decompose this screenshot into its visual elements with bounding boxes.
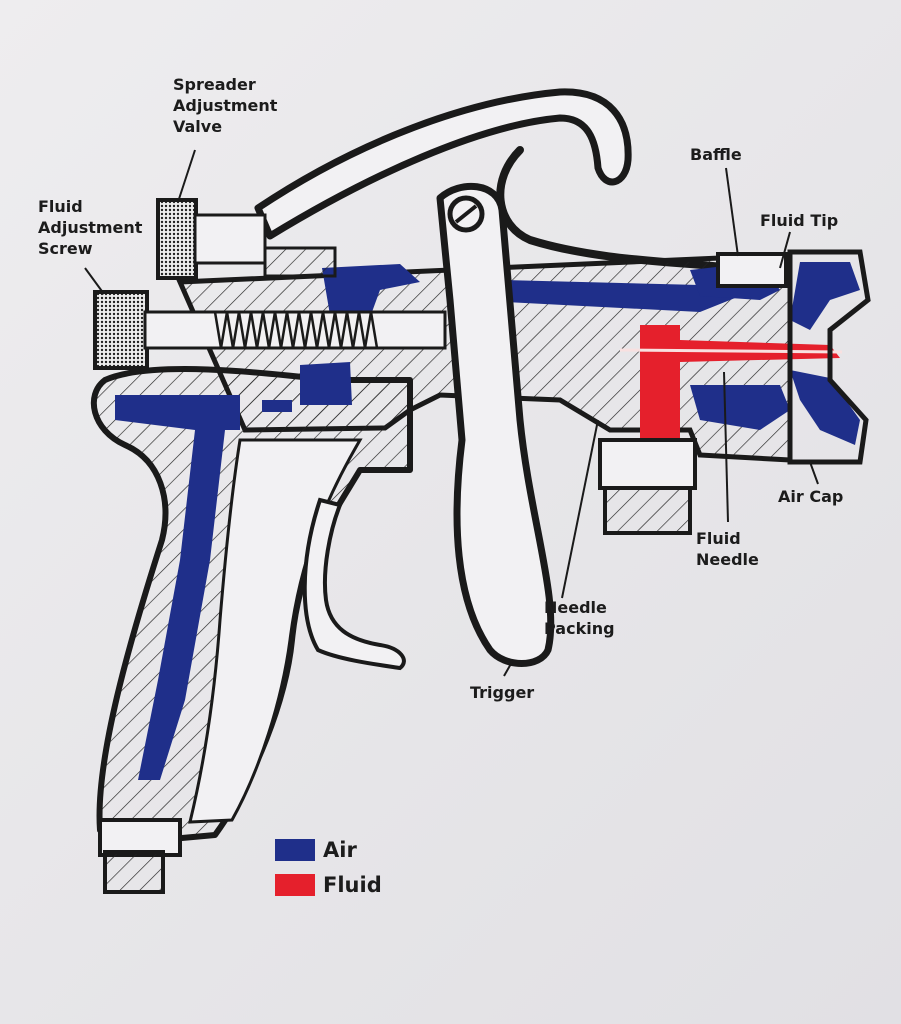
legend-item-air: Air <box>275 838 357 862</box>
legend-swatch-fluid <box>275 874 315 896</box>
label-line: Needle <box>696 550 759 569</box>
trigger <box>436 182 555 667</box>
leader-lines <box>84 149 819 677</box>
air-passages <box>115 262 860 780</box>
fluid-needle-line <box>619 348 843 354</box>
label-fluid-adjustment-screw: Fluid Adjustment Screw <box>38 196 142 259</box>
fluid-inlet-nut <box>598 438 697 490</box>
label-air-cap: Air Cap <box>778 487 844 506</box>
label-line: Needle <box>544 598 607 617</box>
spreader-valve-stem <box>193 213 267 265</box>
label-line: Spreader <box>173 75 256 94</box>
label-line: Packing <box>544 619 615 638</box>
label-line: Adjustment <box>173 96 278 115</box>
air-inlet-nut <box>98 818 182 857</box>
label-line: Fluid <box>696 529 741 548</box>
handle-notch <box>302 497 406 671</box>
spreader-valve-thread <box>263 246 337 278</box>
label-fluid-needle: Fluid Needle <box>696 528 759 570</box>
gun-hook <box>254 88 632 240</box>
label-trigger: Trigger <box>470 683 535 702</box>
label-line: Fluid <box>38 197 83 216</box>
label-needle-packing: Needle Packing <box>544 597 615 639</box>
spreader-valve-knob <box>156 198 198 280</box>
label-fluid-tip: Fluid Tip <box>760 211 839 230</box>
baffle-nut <box>716 252 788 288</box>
label-spreader-adjustment-valve: Spreader Adjustment Valve <box>173 74 277 137</box>
fluid-inlet-thread <box>603 486 692 535</box>
legend-label-air: Air <box>323 838 357 862</box>
legend-swatch-air <box>275 839 315 861</box>
label-baffle: Baffle <box>690 145 742 164</box>
spring <box>213 311 379 349</box>
legend-label-fluid: Fluid <box>323 873 382 897</box>
legend-item-fluid: Fluid <box>275 873 382 897</box>
label-line: Screw <box>38 239 93 258</box>
label-line: Adjustment <box>38 218 143 237</box>
label-line: Valve <box>173 117 223 136</box>
air-cap <box>787 249 871 465</box>
fluid-adjustment-knob <box>93 290 149 370</box>
air-inlet-thread <box>103 850 165 894</box>
